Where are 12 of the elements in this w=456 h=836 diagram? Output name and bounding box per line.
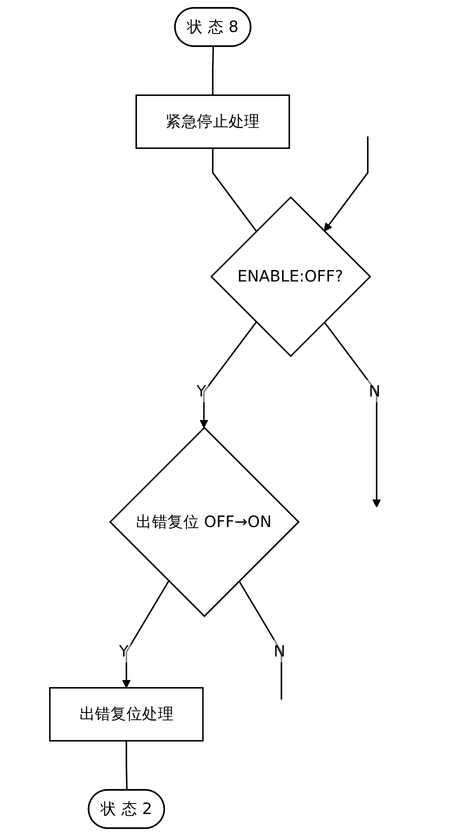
node-diamond: ENABLE:OFF? [210,196,372,358]
node-box: 出错复位处理 [49,687,204,742]
arrow [200,322,257,428]
arrow [122,580,170,688]
arrow [324,322,381,508]
edge-label: N [368,381,381,400]
edge-label: N [274,641,286,660]
edge-label: Y [119,641,129,660]
edge-label: Y [196,381,206,400]
node-box: 紧急停止处理 [136,94,290,149]
node-diamond: 出错复位 OFF→ON [109,426,300,618]
arrow [324,136,369,232]
